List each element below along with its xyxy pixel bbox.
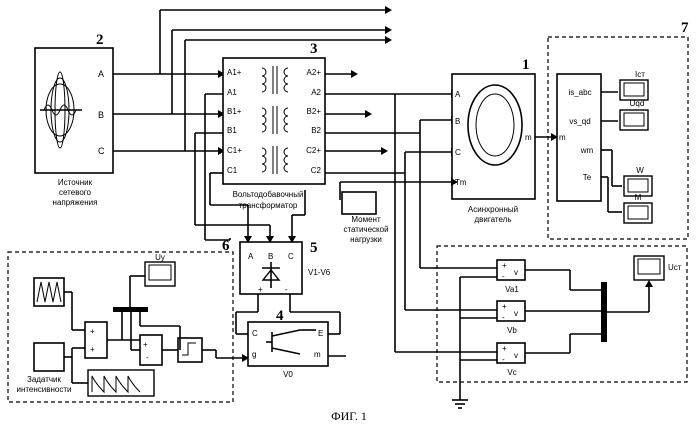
bridge-name: V1-V6 [308, 268, 331, 277]
igbt-box [248, 322, 328, 366]
source-number: 2 [96, 32, 104, 48]
demux-port-m: m [559, 133, 566, 142]
scope-label-3: W [636, 166, 644, 175]
motor-caption-1: Асинхронный [468, 205, 518, 214]
tr-port-b1p: B1+ [227, 107, 242, 116]
tr-port-b2p: B2+ [307, 107, 322, 116]
igbt-port-e: E [318, 329, 323, 338]
va1-label: Va1 [505, 285, 519, 294]
bridge-port-b: B [268, 252, 273, 261]
igbt-block: 4 C g E m V0 [236, 294, 346, 379]
scope-icon-1 [620, 80, 648, 100]
motor-port-a: A [455, 90, 461, 99]
tr-port-c2p: C2+ [306, 146, 321, 155]
sum2-plus: + [143, 340, 148, 349]
scope-icon-2 [620, 110, 648, 130]
demux-out-2: vs_qd [569, 117, 590, 126]
demux-out-4: Te [583, 173, 592, 182]
scope-icon-4 [624, 203, 652, 223]
setter-scope-icon [88, 370, 154, 396]
bridge-number: 5 [310, 240, 318, 256]
tr-port-a1p: A1+ [227, 68, 242, 77]
setter-caption-2: интенсивности [16, 385, 71, 394]
tr-port-c1p: C1+ [227, 146, 242, 155]
tr-port-c1: C1 [227, 166, 238, 175]
bridge-port-c: C [288, 252, 294, 261]
load-caption-2: статической [343, 225, 388, 234]
motor-port-c: C [455, 148, 461, 157]
source-caption-2: сетевого [59, 188, 92, 197]
sum1-plus-1: + [90, 327, 95, 336]
vc-minus: - [502, 355, 505, 364]
control-mux-bar [113, 307, 148, 312]
tr-port-b2: B2 [311, 126, 321, 135]
tr-port-a2: A2 [311, 88, 321, 97]
voltmeter-mux-bar [601, 282, 607, 342]
bridge-plus: + [258, 285, 263, 294]
vc-plus: + [502, 344, 507, 353]
scope-label-2: Uqd [630, 99, 645, 108]
bridge-minus: - [285, 285, 288, 294]
tr-port-a1: A1 [227, 88, 237, 97]
demux-out-1: is_abc [568, 88, 591, 97]
transformer-caption-1: Вольтодобавочный [233, 190, 304, 199]
igbt-port-m: m [314, 350, 321, 359]
demux-out-3: wm [580, 146, 594, 155]
control-number: 6 [222, 238, 230, 254]
source-block: A B C 2 Источник сетевого напряжения [35, 32, 113, 207]
va1-plus: + [502, 261, 507, 270]
tr-port-b1: B1 [227, 126, 237, 135]
measurement-number: 7 [681, 20, 689, 36]
bridge-port-a: A [248, 252, 254, 261]
voltmeter-block: + - v Va1 + - v Vb + - v Vc Uст [395, 94, 687, 408]
load-caption-3: нагрузки [350, 235, 382, 244]
transformer-number: 3 [310, 41, 318, 57]
motor-port-b: B [455, 117, 460, 126]
relay-box [178, 338, 202, 362]
figure-caption: ФИГ. 1 [331, 409, 367, 423]
igbt-port-c: C [252, 329, 258, 338]
motor-block: 1 A B C Tm m Асинхронный двигатель [452, 57, 535, 224]
scope-label-4: M [635, 193, 642, 202]
sum1-box [85, 322, 107, 358]
vc-symbol: v [514, 351, 518, 360]
vb-label: Vb [507, 326, 517, 335]
sum2-minus: - [146, 353, 149, 362]
scope-label-1: Iст [635, 70, 645, 79]
igbt-port-g: g [252, 350, 256, 359]
setter-caption-1: Задатчик [27, 375, 62, 384]
source-caption-1: Источник [58, 178, 93, 187]
source-wires [113, 70, 225, 155]
control-block: 6 Задатчик интенсивности + + + - Uy [8, 238, 249, 402]
vb-plus: + [502, 302, 507, 311]
load-caption-1: Момент [351, 215, 381, 224]
transformer-block: 3 A1+ A1 B1+ B1 C1+ C1 A2+ A2 B2+ B2 C2+… [223, 41, 325, 210]
vb-minus: - [502, 313, 505, 322]
source-caption-3: напряжения [53, 198, 98, 207]
source-port-b: B [98, 110, 104, 120]
igbt-name: V0 [283, 370, 293, 379]
va1-symbol: v [514, 268, 518, 277]
va1-minus: - [502, 272, 505, 281]
motor-out-wire [535, 133, 558, 141]
motor-port-m: m [525, 133, 532, 142]
setter-box [34, 343, 64, 371]
tr-port-c2: C2 [311, 166, 322, 175]
measurement-block: 7 m is_abc vs_qd wm Te Iст Uqd W [548, 20, 689, 239]
source-port-a: A [98, 69, 104, 79]
sum1-plus-2: + [90, 345, 95, 354]
ust-scope-label: Uст [668, 263, 682, 272]
load-torque-block: Момент статической нагрузки [342, 192, 389, 244]
tr-port-a2p: A2+ [307, 68, 322, 77]
vc-label: Vc [507, 368, 516, 377]
igbt-number: 4 [276, 308, 284, 324]
source-port-c: C [98, 146, 105, 156]
motor-caption-2: двигатель [475, 215, 512, 224]
load-torque-box [342, 192, 376, 214]
vb-symbol: v [514, 309, 518, 318]
uy-scope-label: Uy [155, 253, 165, 262]
motor-number: 1 [522, 57, 530, 73]
